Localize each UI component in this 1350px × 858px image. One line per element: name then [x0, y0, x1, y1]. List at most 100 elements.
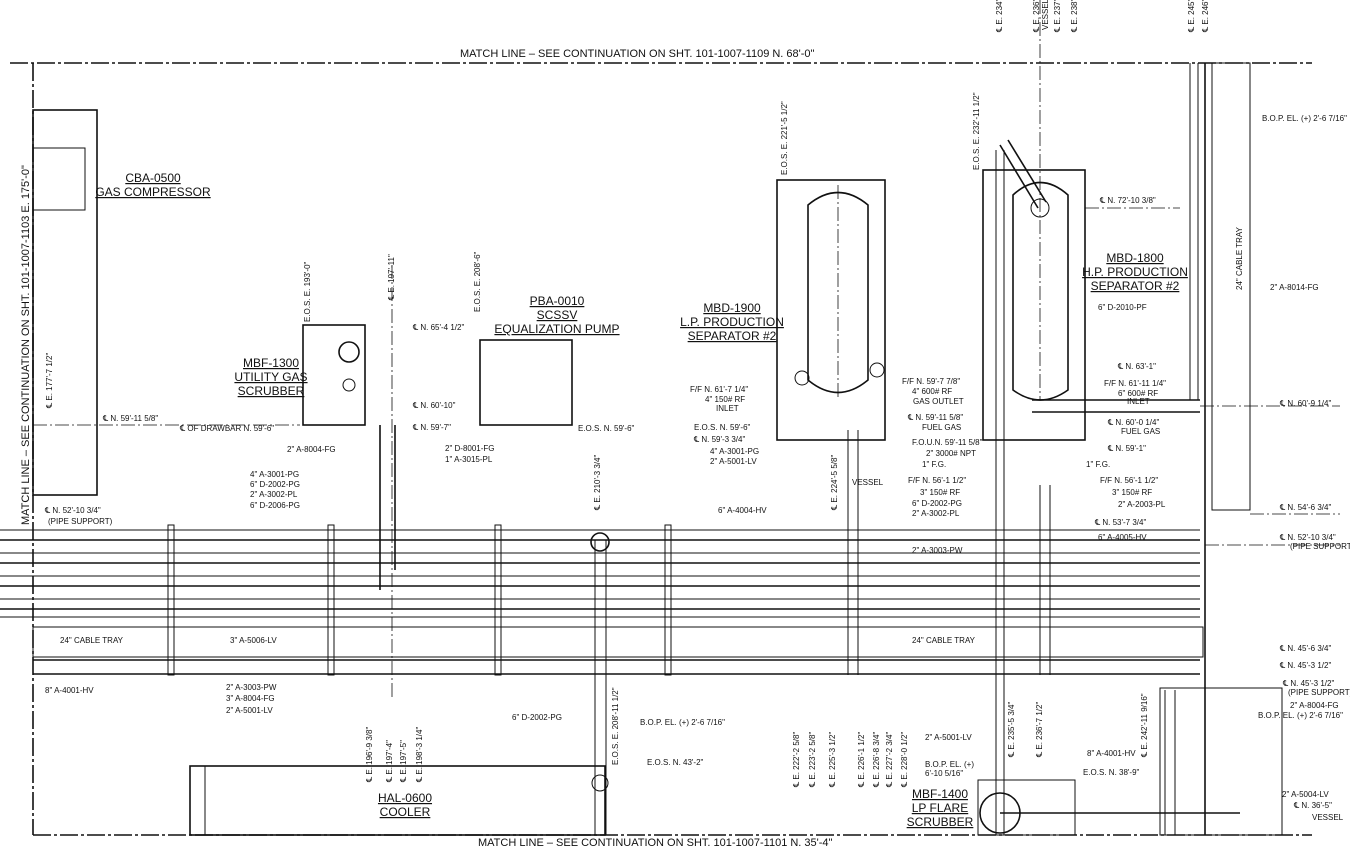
vertical-dimension-annotation: ℄ E. 222'-2 5/8" — [792, 732, 801, 788]
dimension-annotation: 3" A-5006-LV — [230, 636, 277, 645]
dimension-annotation: ℄ N. 60'-0 1/4" — [1107, 418, 1159, 427]
dimension-annotation: ℄ N. 65'-4 1/2" — [412, 323, 464, 332]
dimension-annotation: B.O.P. EL. (+) 2'-6 7/16" — [1262, 114, 1347, 123]
dimension-annotation: ℄ N. 60'-10" — [412, 401, 456, 410]
equipment-label: SEPARATOR #2 — [1091, 279, 1180, 293]
dimension-annotation: 6" D-2002-PG — [512, 713, 562, 722]
dimension-annotation: E.O.S. N. 38'-9" — [1083, 768, 1140, 777]
dimension-annotation: 2" A-8004-FG — [287, 445, 336, 454]
cooler-outline — [189, 765, 606, 836]
vertical-dimension-annotation: ℄ E. 228'-0 1/2" — [900, 732, 909, 788]
dimension-annotation: E.O.S. N. 59'-6" — [694, 423, 751, 432]
vertical-dimension-annotation: ℄ E. 225'-3 1/2" — [828, 732, 837, 788]
dimension-annotation: 2" A-3002-PL — [912, 509, 960, 518]
equipment-label: MBF-1400 — [912, 787, 968, 801]
drawing-labels: MATCH LINE – SEE CONTINUATION ON SHT. 10… — [20, 0, 1350, 849]
vertical-dimension-annotation: ℄ E. 236'-7 1/2" — [1035, 702, 1044, 758]
dimension-annotation: 4" 600# RF — [912, 387, 952, 396]
inlet-pipe — [1007, 139, 1047, 203]
dimension-annotation: ℄ N. 59'-3 3/4" — [693, 435, 745, 444]
dimension-annotation: 3" 150# RF — [920, 488, 960, 497]
dimension-annotation: 3" 150# RF — [1112, 488, 1152, 497]
dimension-annotation: ℄ N. 45'-3 1/2" — [1282, 679, 1334, 688]
dimension-annotation: ℄ N. 36'-5" — [1293, 801, 1332, 810]
pipe-elbow — [591, 774, 609, 792]
dimension-annotation: 6'-10 5/16" — [925, 769, 963, 778]
dimension-annotation: 4" A-3001-PG — [710, 447, 759, 456]
dimension-annotation: 2" A-5001-LV — [710, 457, 757, 466]
dimension-annotation: 2" 3000# NPT — [926, 449, 976, 458]
vertical-dimension-annotation: ℄ E. 210'-3 3/4" — [593, 455, 602, 511]
rack-support — [494, 524, 502, 676]
dimension-annotation: ℄ N. 60'-9 1/4" — [1279, 399, 1331, 408]
compressor-inner-box — [32, 147, 86, 211]
dimension-annotation: VESSEL — [852, 478, 884, 487]
equipment-label: SCRUBBER — [907, 815, 974, 829]
equipment-label: GAS COMPRESSOR — [95, 185, 211, 199]
vertical-dimension-annotation: ℄ E. 196'-9 3/8" — [365, 727, 374, 783]
lp-separator-vessel — [807, 191, 869, 394]
vertical-dimension-annotation: ℄ E. 224'-5 5/8" — [830, 455, 839, 511]
dimension-annotation: ℄ N. 59'-7" — [412, 423, 451, 432]
vertical-dimension-annotation: ℄ E. 226'-8 3/4" — [872, 732, 881, 788]
dimension-annotation: F/F N. 56'-1 1/2" — [1100, 476, 1158, 485]
hp-separator-vessel — [1012, 181, 1069, 401]
dimension-annotation: F/F N. 61'-7 1/4" — [690, 385, 748, 394]
vertical-dimension-annotation: ℄ E. 198'-3 1/4" — [415, 727, 424, 783]
dimension-annotation: 2" A-5004-LV — [1282, 790, 1329, 799]
dimension-annotation: 6" D-2010-PF — [1098, 303, 1147, 312]
vertical-dimension-annotation: E.O.S. E. 232'-11 1/2" — [972, 92, 981, 170]
match-line-left-label: MATCH LINE – SEE CONTINUATION ON SHT. 10… — [20, 165, 32, 525]
equipment-label: SCRUBBER — [238, 384, 305, 398]
dimension-annotation: 2" A-3002-PL — [250, 490, 298, 499]
vertical-dimension-annotation: 24" CABLE TRAY — [1235, 226, 1244, 290]
vertical-dimension-annotation: ℄ E. 235'-5 3/4" — [1007, 702, 1016, 758]
vertical-dimension-annotation: ℄ E. 226'-1 1/2" — [857, 732, 866, 788]
flare-scrubber-skid — [977, 779, 1076, 836]
dimension-annotation: ℄ N. 52'-10 3/4" — [44, 506, 101, 515]
dimension-annotation: B.O.P. EL. (+) 2'-6 7/16" — [640, 718, 725, 727]
vertical-dimension-annotation: ℄ E. 242'-11 9/16" — [1140, 693, 1149, 758]
dimension-annotation: ℄ OF DRAWBAR N. 59'-6" — [179, 424, 274, 433]
lp-separator-skid — [776, 179, 886, 441]
dimension-annotation: INLET — [716, 404, 739, 413]
vertical-dimension-annotation: ℄ E. 177'-7 1/2" — [45, 353, 54, 409]
dimension-annotation: 2" D-8001-FG — [445, 444, 495, 453]
dimension-annotation: 2" A-2003-PL — [1118, 500, 1166, 509]
dimension-annotation: 2" A-3003-PW — [912, 546, 963, 555]
vertical-dimension-annotation: ℄ E. 236'-3 3/4" — [1032, 0, 1041, 33]
rack-support — [664, 524, 672, 676]
gauge — [342, 378, 356, 392]
vertical-dimension-annotation: VESSEL — [1041, 0, 1050, 30]
vertical-dimension-annotation: ℄ E. 223'-2 5/8" — [808, 732, 817, 788]
dimension-annotation: ℄ N. 59'-11 5/8" — [907, 413, 963, 422]
dimension-annotation: ℄ N. 53'-7 3/4" — [1094, 518, 1146, 527]
equipment-label: PBA-0010 — [530, 294, 585, 308]
dimension-annotation: INLET — [1127, 397, 1150, 406]
pipe-support-frame — [1159, 687, 1283, 836]
match-line-top-label: MATCH LINE – SEE CONTINUATION ON SHT. 10… — [460, 48, 815, 60]
utility-gas-scrubber-skid — [302, 324, 366, 426]
equipment-label: MBD-1900 — [703, 301, 761, 315]
equipment-label: MBF-1300 — [243, 356, 299, 370]
equipment-label: LP FLARE — [912, 801, 968, 815]
dimension-annotation: (PIPE SUPPORT) — [1288, 688, 1350, 697]
dimension-annotation: 2" A-5001-LV — [925, 733, 972, 742]
vertical-dimension-annotation: ℄ E. 238'-2 1/2" — [1070, 0, 1079, 33]
cable-tray-vertical — [1211, 62, 1251, 511]
dimension-annotation: ℄ N. 52'-10 3/4" — [1279, 533, 1336, 542]
dimension-annotation: 8" A-4001-HV — [1087, 749, 1136, 758]
gauge — [794, 370, 810, 386]
dimension-annotation: (PIPE SUPPORT) — [48, 517, 113, 526]
vertical-dimension-annotation: ℄ E. 234'-1" — [995, 0, 1004, 33]
dimension-annotation: B.O.P. EL. (+) 2'-6 7/16" — [1258, 711, 1343, 720]
dimension-annotation: 6" A-4005-HV — [1098, 533, 1147, 542]
dimension-annotation: 2" A-5001-LV — [226, 706, 273, 715]
dimension-annotation: 6" D-2002-PG — [250, 480, 300, 489]
dimension-annotation: 8" A-4001-HV — [45, 686, 94, 695]
vertical-dimension-annotation: E.O.S. E. 221'-5 1/2" — [780, 101, 789, 175]
equipment-label: L.P. PRODUCTION — [680, 315, 784, 329]
dimension-annotation: 6" D-2006-PG — [250, 501, 300, 510]
vertical-dimension-annotation: ℄ E. 197'-4" — [385, 740, 394, 783]
dimension-annotation: 2" A-8004-FG — [1290, 701, 1339, 710]
